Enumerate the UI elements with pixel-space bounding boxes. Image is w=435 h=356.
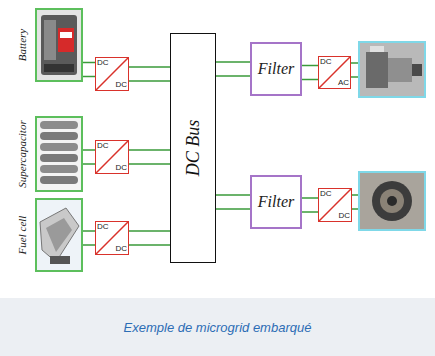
converter-output: DC: [338, 212, 350, 220]
converter-output: DC: [115, 81, 127, 89]
source-picture-box: Fuel cell: [35, 198, 83, 272]
wire: [83, 76, 95, 78]
converter-box: DC DC: [95, 221, 129, 255]
wire: [302, 79, 318, 81]
wire: [216, 61, 250, 63]
wire: [216, 194, 250, 196]
power-connector: [83, 231, 95, 245]
filter-label: Filter: [258, 61, 294, 77]
fuel-cell-picture: [36, 199, 82, 271]
wire: [129, 149, 170, 151]
filter-box: Filter: [250, 42, 302, 96]
power-connector: [129, 67, 170, 81]
wire: [302, 211, 318, 213]
converter-output: AC: [338, 79, 349, 87]
wire: [83, 149, 95, 151]
wire: [129, 66, 170, 68]
bus-label: DC Bus: [184, 120, 202, 177]
wire: [302, 197, 318, 199]
power-connector: [129, 231, 170, 245]
power-connector: [302, 66, 318, 80]
converter-box: DC AC: [318, 56, 351, 89]
filter-label: Filter: [258, 194, 294, 210]
power-connector: [83, 63, 95, 77]
wire: [302, 65, 318, 67]
wire: [83, 230, 95, 232]
converter-box: DC DC: [95, 57, 129, 91]
converter-box: DC DC: [318, 188, 352, 222]
power-connector: [216, 195, 250, 209]
wire: [83, 244, 95, 246]
source-picture-box: Supercapacitor: [35, 116, 83, 192]
wire: [83, 62, 95, 64]
converter-input: DC: [97, 223, 109, 231]
converter-input: DC: [320, 58, 332, 66]
converter-input: DC: [97, 142, 109, 150]
dc-bus-box: DC Bus: [170, 33, 216, 263]
converter-output: DC: [115, 164, 127, 172]
source-picture-box: Battery: [35, 8, 83, 82]
power-connector: [302, 198, 318, 212]
load-picture: [359, 172, 425, 230]
converter-box: DC DC: [95, 140, 129, 174]
motor-picture: [359, 42, 425, 97]
power-connector: [83, 150, 95, 164]
wire: [216, 75, 250, 77]
filter-box: Filter: [250, 175, 302, 229]
power-connector: [129, 150, 170, 164]
converter-input: DC: [320, 190, 332, 198]
wire: [129, 230, 170, 232]
converter-output: DC: [115, 245, 127, 253]
supercapacitor-picture: [36, 117, 82, 191]
power-connector: [216, 62, 250, 76]
wire: [129, 244, 170, 246]
source-label: Supercapacitor: [17, 120, 28, 187]
converter-input: DC: [97, 59, 109, 67]
figure-caption: Exemple de microgrid embarqué: [0, 320, 435, 335]
wire: [129, 80, 170, 82]
source-label: Battery: [17, 29, 28, 61]
wire: [129, 163, 170, 165]
source-label: Fuel cell: [17, 216, 28, 255]
battery-picture: [36, 9, 82, 81]
wire: [83, 163, 95, 165]
wire: [216, 208, 250, 210]
